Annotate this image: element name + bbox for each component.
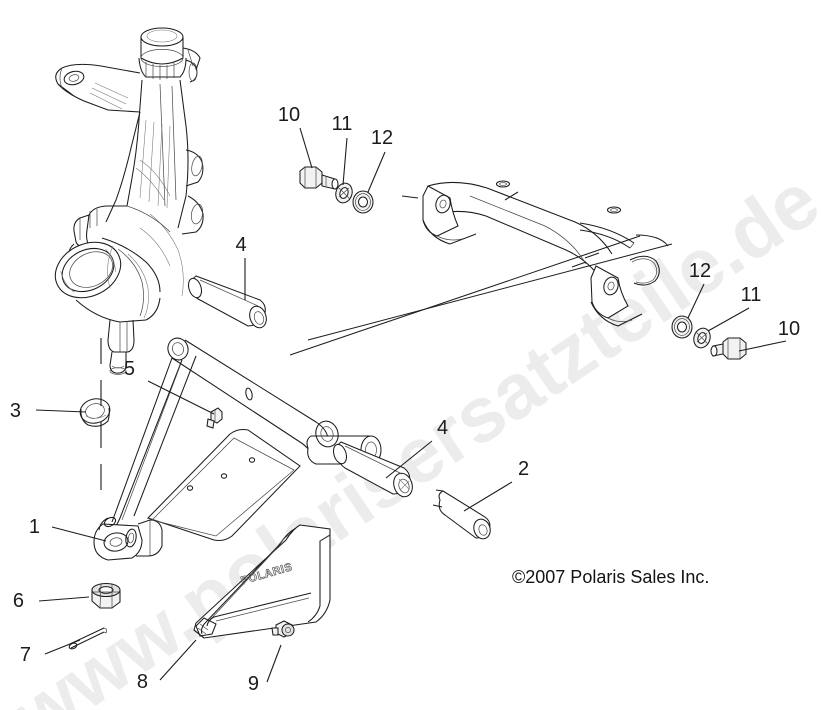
callout-11-upper: 11 <box>332 113 353 186</box>
callout-11-upper-label: 11 <box>332 113 353 135</box>
callout-10-lower-leader <box>738 340 787 352</box>
callout-12-upper: 12 <box>367 127 393 193</box>
callout-5-label: 5 <box>124 358 135 380</box>
callout-8-leader <box>159 639 197 681</box>
callout-11-lower-label: 11 <box>741 284 762 306</box>
callout-9: 9 <box>248 644 282 695</box>
callout-4-upper: 4 <box>235 234 247 300</box>
callout-7: 7 <box>20 639 81 666</box>
callout-5-leader <box>147 380 215 415</box>
callout-6-label: 6 <box>13 590 24 612</box>
flat-washer-lower-part <box>671 315 693 339</box>
callout-12-lower-label: 12 <box>689 260 711 282</box>
hardware-group-lower <box>671 315 747 360</box>
callout-7-leader <box>44 639 81 655</box>
callout-2-leader <box>463 481 513 512</box>
callout-8: 8 <box>137 639 197 693</box>
callout-11-lower: 11 <box>707 284 762 332</box>
copyright-notice: ©2007 Polaris Sales Inc. <box>512 567 709 587</box>
callout-11-upper-leader <box>342 137 348 186</box>
callout-5: 5 <box>124 358 215 415</box>
pivot-sleeve-upper <box>187 275 267 329</box>
callout-4-lower-leader <box>385 440 433 479</box>
callout-12-lower-leader <box>687 283 705 319</box>
callout-1-label: 1 <box>29 516 40 538</box>
callout-9-label: 9 <box>248 673 259 695</box>
callout-12-upper-leader <box>367 151 386 193</box>
callout-10-upper-label: 10 <box>278 104 300 126</box>
callout-4-lower-label: 4 <box>437 417 448 439</box>
callout-4-lower: 4 <box>385 417 448 479</box>
callout-8-label: 8 <box>137 671 148 693</box>
callout-10-upper-leader <box>299 127 313 169</box>
grease-fitting-part <box>206 407 223 429</box>
callout-2: 2 <box>463 458 529 512</box>
guard-screw-part <box>271 620 295 638</box>
upper-control-arm <box>289 180 673 356</box>
flange-bolt-upper-part <box>299 166 339 190</box>
lock-washer-upper-part <box>335 182 353 204</box>
spacer-tube-part <box>432 489 491 540</box>
callout-12-lower: 12 <box>687 260 711 319</box>
callout-3: 3 <box>10 400 87 422</box>
callout-10-upper: 10 <box>278 104 313 169</box>
pivot-sleeve-lower <box>332 441 413 498</box>
callout-2-label: 2 <box>518 458 529 480</box>
callout-12-upper-label: 12 <box>371 127 393 149</box>
callout-11-lower-leader <box>707 307 750 332</box>
callout-6-leader <box>38 596 90 602</box>
steering-knuckle-assembly <box>54 27 204 375</box>
callout-3-leader <box>35 409 87 413</box>
callout-4-upper-label: 4 <box>235 234 246 256</box>
callout-10-lower-label: 10 <box>778 318 800 340</box>
flange-bolt-lower-part <box>710 337 747 360</box>
callout-6: 6 <box>13 590 90 612</box>
callout-1-leader <box>51 526 107 542</box>
flat-washer-upper-part <box>352 190 374 214</box>
hardware-group-upper <box>299 166 374 214</box>
callout-7-label: 7 <box>20 644 31 666</box>
bushing-ring-part <box>79 398 111 427</box>
callout-9-leader <box>266 644 282 683</box>
lock-washer-lower-part <box>693 327 711 349</box>
callout-10-lower: 10 <box>738 318 800 352</box>
hex-lock-nut-part <box>91 582 121 609</box>
callout-3-label: 3 <box>10 400 21 422</box>
callout-1: 1 <box>29 516 107 542</box>
